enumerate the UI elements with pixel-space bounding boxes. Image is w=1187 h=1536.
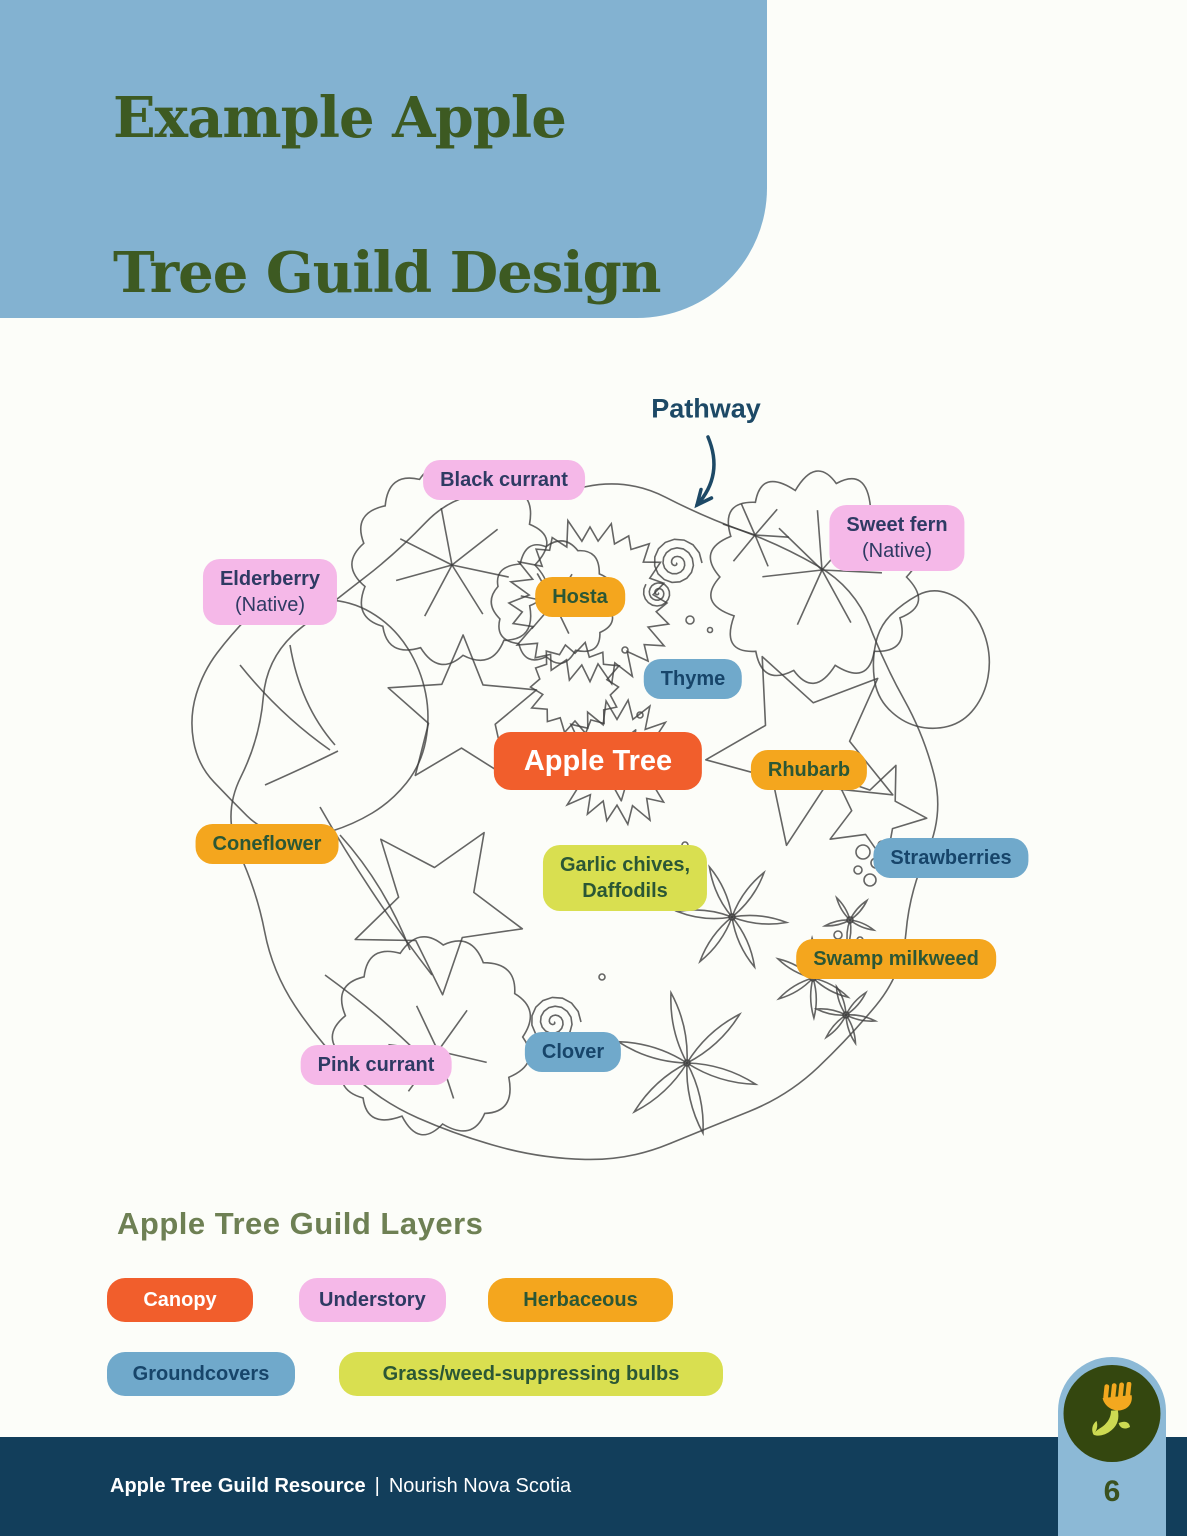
legend-badge-understory: Understory [299, 1278, 446, 1322]
label-garlic-chives-daffodils: Garlic chives, Daffodils [542, 845, 708, 911]
label-rhubarb: Rhubarb [750, 750, 868, 790]
legend-badge-canopy: Canopy [107, 1278, 253, 1322]
label-swamp-milkweed: Swamp milkweed [796, 939, 996, 979]
label-text: Thyme [660, 668, 726, 690]
footer-separator: | [374, 1475, 380, 1497]
legend-badge-groundcovers: Groundcovers [107, 1352, 295, 1396]
footer-bar: Apple Tree Guild Resource | Nourish Nova… [0, 1437, 1187, 1536]
legend-heading: Apple Tree Guild Layers [117, 1206, 484, 1241]
label-subtext: Daffodils [582, 880, 668, 902]
footer-doc-title: Apple Tree Guild Resource [110, 1475, 366, 1497]
footer-text: Apple Tree Guild Resource | Nourish Nova… [110, 1437, 571, 1536]
pathway-label: Pathway [651, 393, 761, 424]
label-text: Elderberry [219, 568, 321, 590]
footer-org-name: Nourish Nova Scotia [388, 1475, 572, 1497]
label-text: Pink currant [317, 1054, 435, 1076]
label-text: Clover [541, 1041, 605, 1063]
label-text: Garlic chives, [559, 854, 691, 876]
label-coneflower: Coneflower [195, 824, 339, 864]
page-title: Example Apple Tree Guild Design [113, 80, 661, 312]
page-title-line2: Tree Guild Design [113, 239, 661, 306]
label-black-currant: Black currant [423, 460, 585, 500]
header-block [0, 0, 767, 318]
legend-badge-bulbs: Grass/weed-suppressing bulbs [339, 1352, 723, 1396]
label-elderberry: Elderberry (Native) [202, 559, 338, 625]
nourish-logo [1063, 1365, 1161, 1462]
logo-tab: 6 [1058, 1357, 1166, 1536]
label-thyme: Thyme [643, 659, 743, 699]
label-strawberries: Strawberries [873, 838, 1029, 878]
label-text: Coneflower [212, 833, 322, 855]
label-text: Swamp milkweed [813, 948, 979, 970]
label-subtext: (Native) [234, 594, 305, 616]
label-text: Strawberries [890, 847, 1012, 869]
label-text: Apple Tree [523, 745, 673, 777]
label-subtext: (Native) [861, 540, 932, 562]
label-text: Black currant [440, 469, 568, 491]
label-pink-currant: Pink currant [300, 1045, 452, 1085]
label-text: Hosta [552, 586, 608, 608]
label-apple-tree: Apple Tree [493, 732, 703, 790]
page-title-line1: Example Apple [113, 85, 567, 151]
legend-badge-herbaceous: Herbaceous [488, 1278, 673, 1322]
label-hosta: Hosta [535, 577, 625, 617]
label-text: Sweet fern [846, 514, 948, 536]
page-number: 6 [1103, 1475, 1121, 1508]
label-text: Rhubarb [767, 759, 851, 781]
fork-plant-icon [1091, 1381, 1132, 1436]
label-clover: Clover [524, 1032, 622, 1072]
label-sweet-fern: Sweet fern (Native) [829, 505, 965, 571]
